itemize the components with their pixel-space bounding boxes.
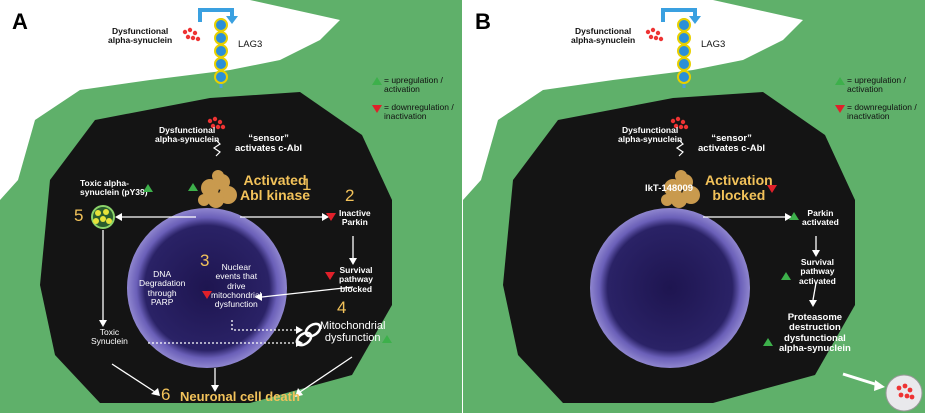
step-2-number: 2	[345, 186, 355, 205]
up-triangle-icon	[372, 77, 382, 85]
up-triangle-icon	[763, 338, 773, 346]
lag3-receptor	[677, 18, 691, 88]
down-triangle-icon	[835, 105, 845, 113]
panel-a: A Dysfunctional alpha-synuclein LAG3 = u…	[0, 0, 462, 413]
legend-up: = upregulation /activation	[835, 75, 906, 95]
alpha-synuclein-dots-top	[645, 27, 664, 42]
proteasome-icon	[885, 374, 923, 412]
up-triangle-icon	[382, 335, 392, 343]
step-4-number: 4	[337, 298, 347, 317]
step-6-number: 6	[161, 385, 171, 404]
toxic-synuclein-cluster	[91, 205, 115, 229]
lag3-label: LAG3	[701, 39, 726, 50]
label-line: Dysfunctional	[112, 26, 169, 36]
drug-label: IkT-148009	[645, 183, 694, 194]
neuronal-cell-death-label: Neuronal cell death	[180, 389, 300, 404]
down-triangle-icon	[767, 185, 777, 193]
sensor-label: “sensor”activates c-Abl	[235, 133, 303, 155]
panel-a-illustration	[0, 0, 462, 413]
up-triangle-icon	[188, 183, 198, 191]
binding-arrow	[198, 8, 234, 22]
down-triangle-icon	[372, 105, 382, 113]
abl-kinase-protein	[661, 170, 700, 208]
lag3-receptor	[214, 18, 228, 88]
step-3-number: 3	[200, 251, 210, 270]
nucleus	[590, 208, 750, 368]
alpha-synuclein-dots-inner	[670, 116, 689, 130]
panel-letter: B	[475, 9, 491, 34]
legend-down: = downregulation /inactivation	[372, 102, 454, 122]
up-triangle-icon	[789, 212, 799, 220]
mitochondrion-icon	[295, 322, 322, 347]
up-triangle-icon	[835, 77, 845, 85]
alpha-synuclein-dots-inner	[207, 116, 226, 130]
up-triangle-icon	[143, 184, 153, 192]
sensor-label: “sensor”activates c-Abl	[698, 133, 766, 155]
nucleus	[127, 208, 287, 368]
dysfunctional-alpha-synuclein-label: Dysfunctional alpha-synuclein	[108, 26, 173, 46]
step-1-number: 1	[302, 175, 312, 194]
label-line: alpha-synuclein	[108, 35, 173, 46]
up-triangle-icon	[781, 272, 791, 280]
legend-up: = upregulation /activation	[372, 75, 443, 95]
panel-letter: A	[12, 9, 28, 34]
toxic-alpha-synuclein-label: Toxic alpha-synuclein (pY39)	[80, 178, 148, 198]
lag3-label: LAG3	[238, 39, 263, 50]
down-triangle-icon	[325, 272, 335, 280]
legend-down: = downregulation /inactivation	[835, 102, 917, 122]
abl-kinase-protein	[198, 170, 237, 208]
down-triangle-icon	[326, 213, 336, 221]
alpha-synuclein-dots-top	[182, 27, 201, 42]
panel-b-illustration	[463, 0, 925, 413]
down-triangle-icon	[202, 291, 212, 299]
binding-arrow	[661, 8, 697, 22]
step-5-number: 5	[74, 206, 84, 225]
